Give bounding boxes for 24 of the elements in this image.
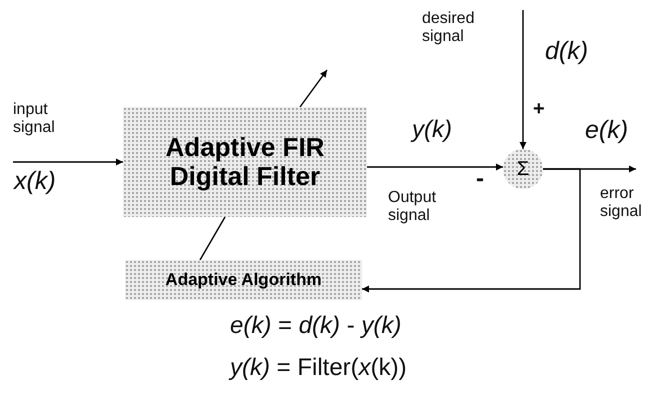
box-title: Adaptive FIR Digital Filter — [164, 133, 326, 191]
variable-label: y(k) — [412, 117, 452, 144]
variable-label: d(k) — [545, 38, 588, 66]
algorithm-box — [125, 260, 362, 300]
signal-label: desired signal — [422, 10, 476, 46]
arrow — [520, 10, 526, 149]
box-title: Adaptive Algorithm — [165, 270, 322, 290]
filter-box — [123, 107, 367, 217]
plus-sign: + — [533, 98, 545, 120]
arrow — [13, 158, 123, 166]
arrow — [362, 168, 581, 292]
arrow — [367, 164, 503, 170]
equation: e(k) = d(k) - y(k) — [230, 313, 402, 340]
minus-sign: - — [476, 166, 484, 192]
connector-line — [199, 216, 226, 260]
signal-label: input signal — [13, 101, 56, 136]
equation: y(k) = Filter(x(k)) — [230, 355, 407, 382]
variable-label: x(k) — [14, 168, 56, 196]
summing-junction — [503, 149, 543, 189]
signal-label: Output signal — [388, 189, 438, 224]
variable-label: e(k) — [585, 117, 628, 144]
sigma-symbol: Σ — [516, 158, 530, 180]
signal-label: error signal — [600, 185, 643, 220]
arrow — [299, 70, 328, 108]
